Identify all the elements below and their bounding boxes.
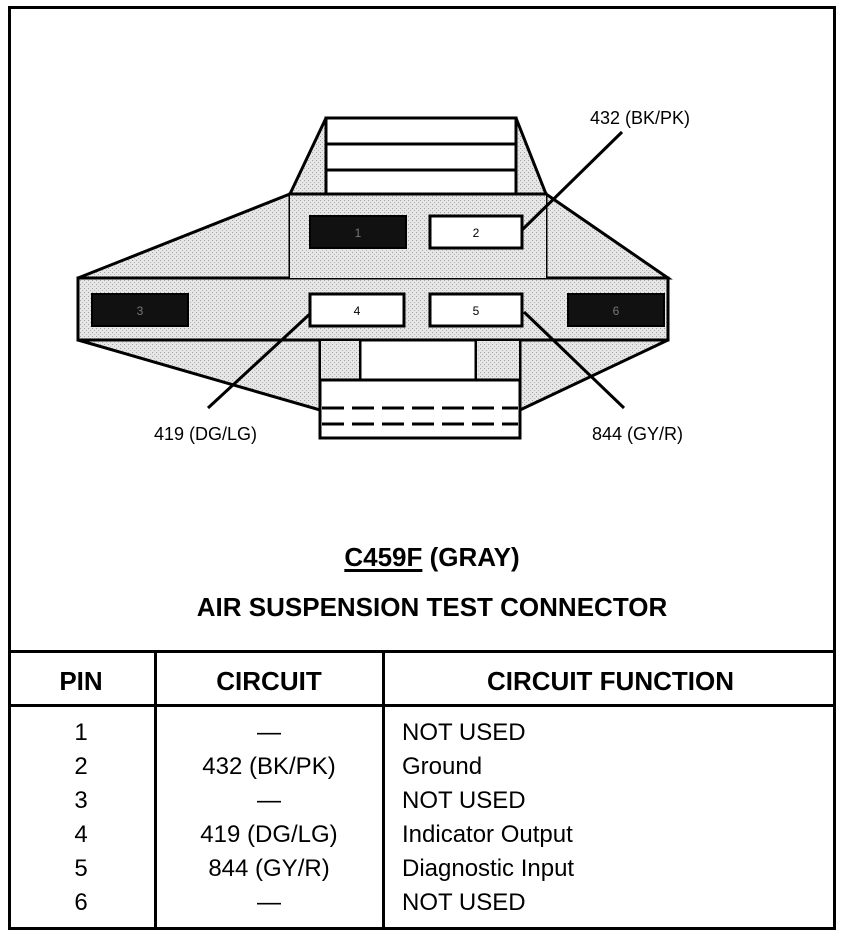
leader-pin5: [522, 310, 626, 410]
table-cell-function: NOT USED: [402, 787, 526, 814]
pin-1-label: 1: [355, 226, 362, 240]
header-circuit: CIRCUIT: [216, 666, 322, 696]
callout-pin2: 432 (BK/PK): [590, 108, 691, 128]
table-cell-function: Indicator Output: [402, 821, 573, 848]
table-top-rule: [8, 650, 836, 653]
pin-5: 5: [428, 292, 524, 328]
table-cell-circuit: —: [257, 787, 281, 814]
table-cell-pin: 2: [74, 753, 88, 780]
table-cell-pin: 3: [74, 787, 88, 814]
header-function: CIRCUIT FUNCTION: [487, 666, 734, 696]
callout-pin4: 419 (DG/LG): [154, 424, 258, 444]
leader-pin2: [518, 130, 624, 234]
table-col-divider-1: [154, 652, 157, 930]
pin-4-label: 4: [354, 304, 361, 318]
table-cell-function: NOT USED: [402, 889, 526, 916]
table-cell-circuit: 432 (BK/PK): [202, 753, 336, 780]
table-col-divider-2: [382, 652, 385, 930]
pin-6-label: 6: [613, 304, 620, 318]
pin-6: 6: [567, 293, 665, 327]
pin-3-label: 3: [137, 304, 144, 318]
callout-pin5: 844 (GY/R): [592, 424, 684, 444]
table-cell-function: Ground: [402, 753, 483, 780]
header-pin: PIN: [59, 666, 103, 696]
pin-2: 2: [428, 214, 524, 250]
table-cell-function: NOT USED: [402, 719, 526, 746]
table-cell-pin: 6: [74, 889, 88, 916]
table-cell-circuit: —: [257, 889, 281, 916]
pin-4: 4: [308, 292, 406, 328]
table-header-rule: [8, 704, 836, 707]
table-cell-pin: 4: [74, 821, 88, 848]
bottom-latch: [77, 338, 669, 440]
connector-code: C459F: [344, 542, 423, 572]
table-cell-pin: 1: [74, 719, 88, 746]
pin-3: 3: [91, 293, 189, 327]
table-cell-circuit: 844 (GY/R): [208, 855, 330, 882]
pin-1: 1: [309, 215, 407, 249]
table-cell-pin: 5: [74, 855, 88, 882]
top-latch: [287, 116, 549, 196]
outer-frame: [8, 6, 836, 930]
table-cell-circuit: —: [257, 719, 281, 746]
leader-pin4: [206, 310, 314, 410]
pin-5-label: 5: [473, 304, 480, 318]
connector-color: (GRAY): [429, 542, 520, 572]
connector-body: [76, 191, 673, 342]
table-cell-function: Diagnostic Input: [402, 855, 575, 882]
pin-2-label: 2: [473, 226, 480, 240]
connector-name: AIR SUSPENSION TEST CONNECTOR: [196, 592, 668, 622]
table-cell-circuit: 419 (DG/LG): [200, 821, 338, 848]
connector-id: C459F (GRAY): [0, 542, 864, 573]
